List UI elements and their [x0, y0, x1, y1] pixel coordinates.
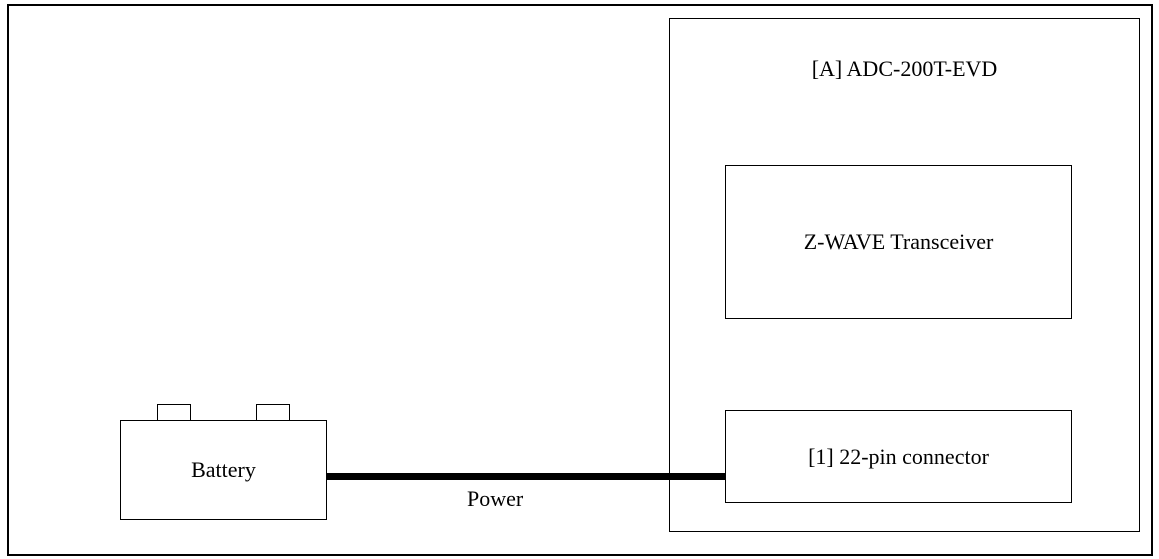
transceiver-box: Z-WAVE Transceiver [725, 165, 1072, 319]
power-wire [327, 473, 725, 480]
transceiver-label: Z-WAVE Transceiver [803, 229, 994, 254]
battery-terminal-right [256, 404, 290, 421]
battery-terminal-left [157, 404, 191, 421]
connector-box: [1] 22-pin connector [725, 410, 1072, 503]
battery-label: Battery [191, 457, 256, 482]
device-title: [A] ADC-200T-EVD [811, 56, 998, 81]
connector-label: [1] 22-pin connector [808, 443, 989, 469]
battery-box: Battery [120, 420, 327, 520]
power-wire-label: Power [467, 486, 524, 511]
diagram-frame [7, 4, 1153, 556]
